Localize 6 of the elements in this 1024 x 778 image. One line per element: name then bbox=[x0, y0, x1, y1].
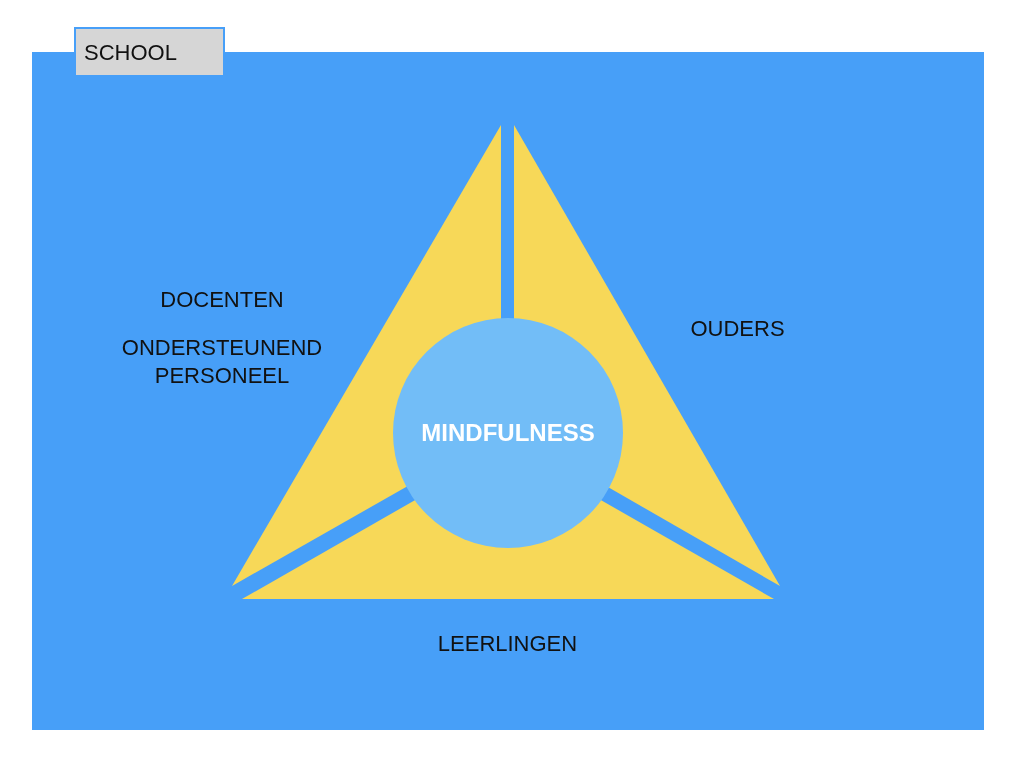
group-label: DOCENTEN bbox=[159, 286, 285, 314]
group-label: OUDERS bbox=[689, 315, 786, 343]
circle-label: MINDFULNESS bbox=[421, 419, 595, 447]
group-label: LEERLINGEN bbox=[436, 630, 579, 658]
school-tab: SCHOOL bbox=[74, 27, 225, 77]
group-label: ONDERSTEUNEND PERSONEEL bbox=[120, 334, 324, 390]
